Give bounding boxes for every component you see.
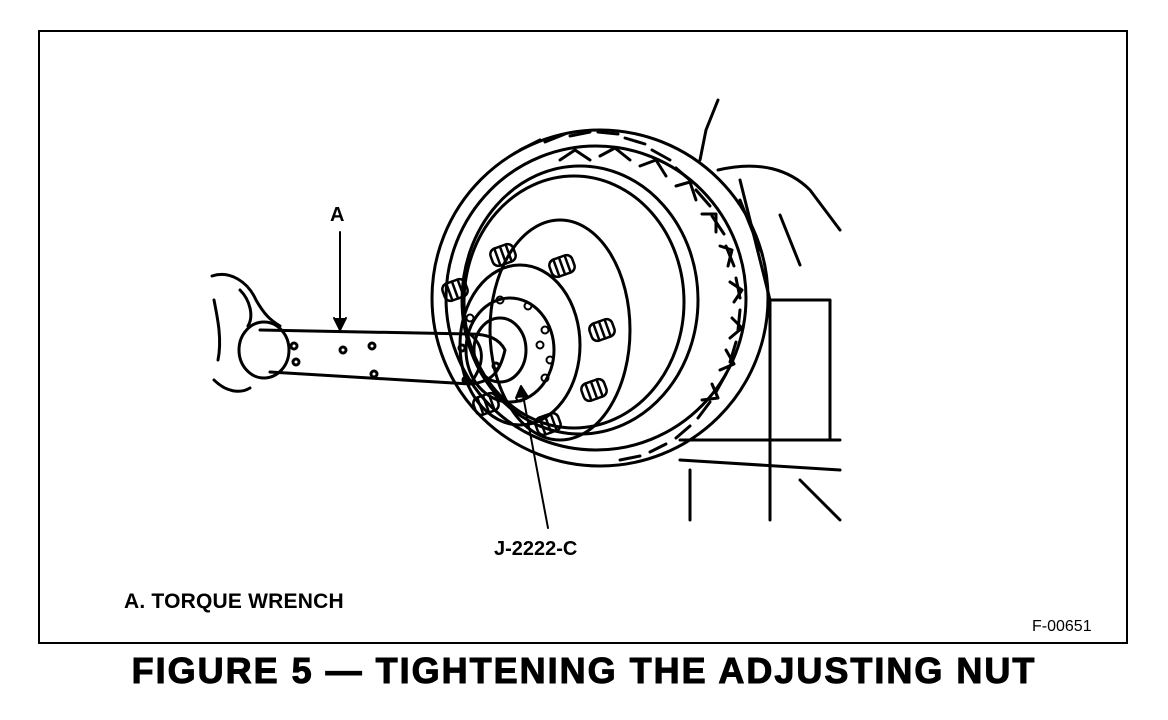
- figure-frame: [38, 30, 1128, 644]
- hub-bolt-holes: [465, 295, 555, 403]
- legend-torque-wrench: A. TORQUE WRENCH: [124, 590, 344, 613]
- wheel-studs: [441, 242, 616, 437]
- figure-number: F-00651: [1032, 618, 1092, 635]
- hub: [458, 218, 632, 442]
- callout-a: A: [330, 204, 345, 226]
- leader-lines: [333, 231, 549, 529]
- hand: [210, 273, 282, 393]
- vehicle-body: [678, 98, 842, 522]
- tool-label: J-2222-C: [494, 538, 578, 560]
- torque-wrench: [237, 320, 507, 386]
- figure-caption: FIGURE 5 — TIGHTENING THE ADJUSTING NUT: [131, 650, 1037, 692]
